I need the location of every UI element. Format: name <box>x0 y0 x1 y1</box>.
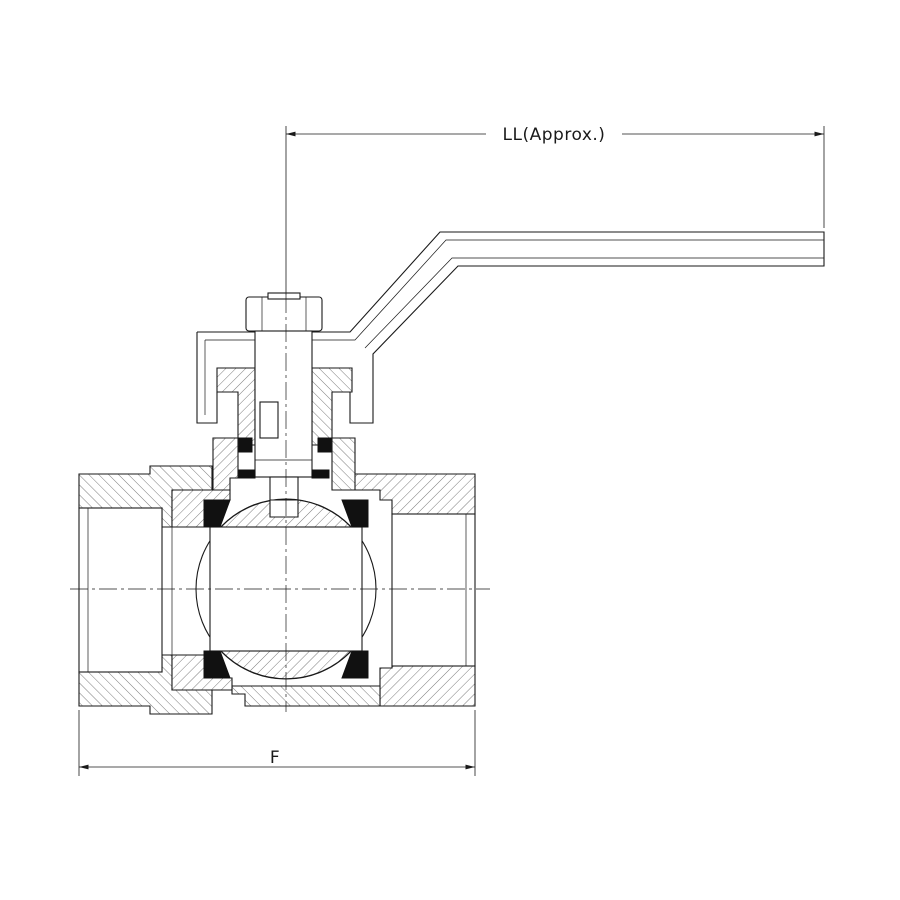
stem-nut <box>245 292 323 332</box>
valve-stem <box>254 330 313 518</box>
dimension-f-label: F <box>270 748 280 768</box>
valve-body <box>212 437 476 707</box>
end-connector <box>78 465 233 715</box>
dimension-ll: LL(Approx.) <box>285 125 825 295</box>
dimension-f: F <box>78 710 476 776</box>
bore <box>78 507 476 673</box>
centre-lines <box>70 295 490 712</box>
ball-seats <box>203 499 369 679</box>
dimension-ll-label: LL(Approx.) <box>503 125 606 145</box>
